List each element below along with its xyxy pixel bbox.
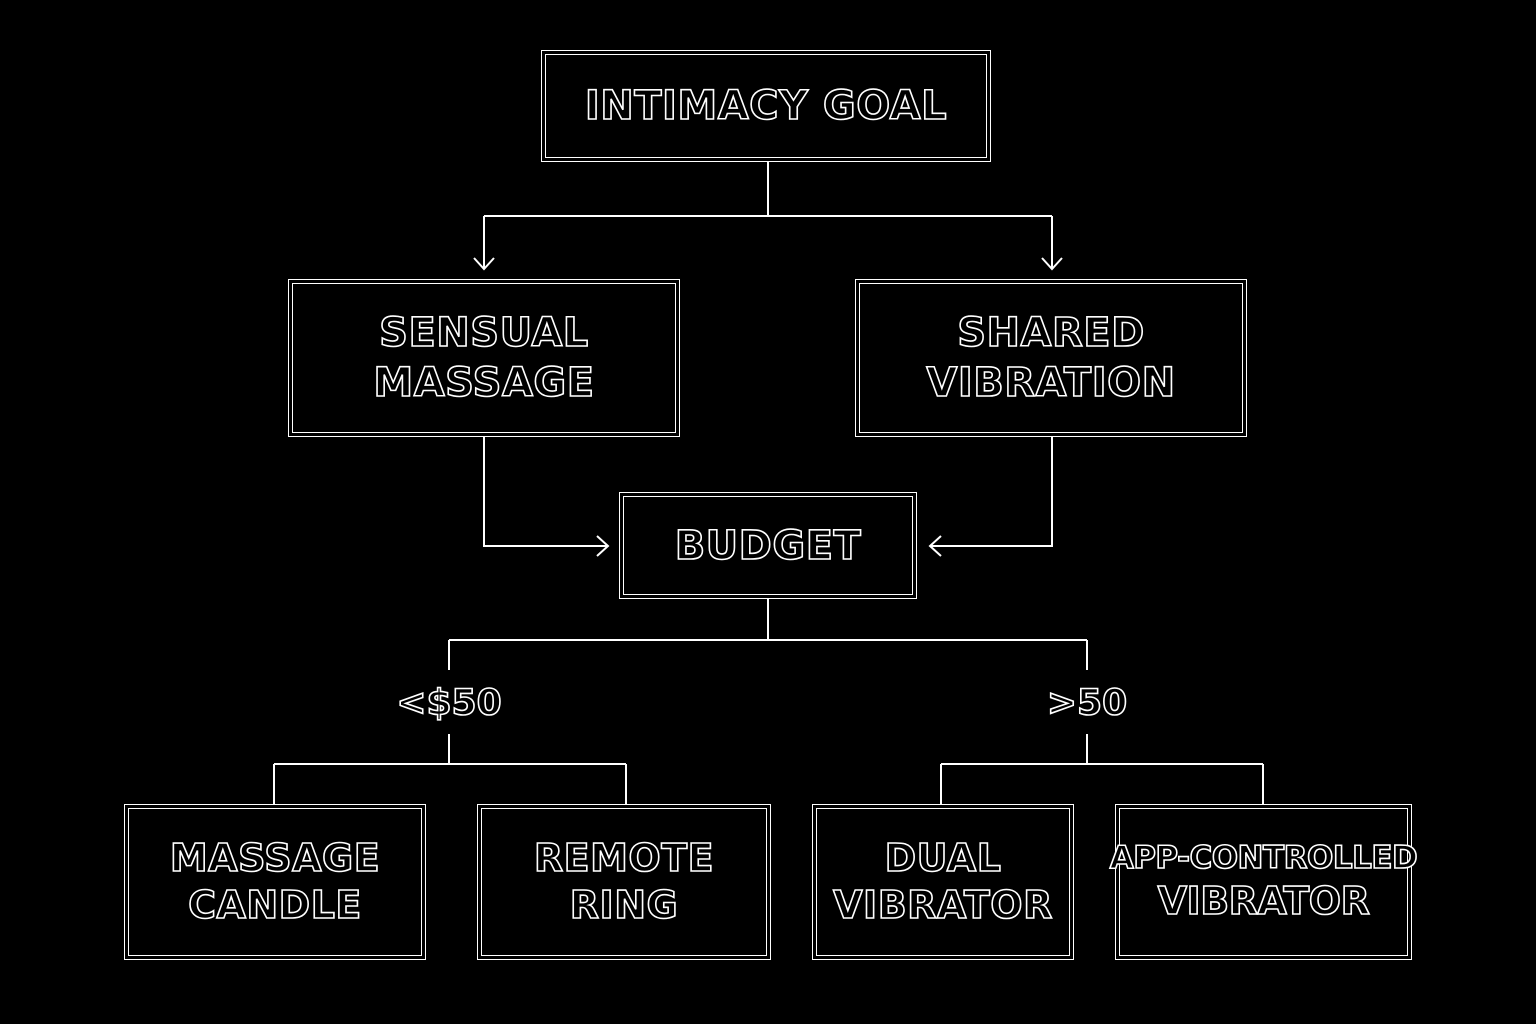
node-shared-vibration-line1: SHARED [956,309,1145,357]
node-sensual-massage-line2: MASSAGE [373,359,595,407]
node-budget: BUDGET [619,492,917,599]
node-dual-vibrator-line2: VIBRATOR [832,882,1053,928]
node-sensual-massage: SENSUAL MASSAGE [288,279,680,437]
node-dual-vibrator-label: DUAL VIBRATOR [832,835,1053,930]
node-shared-vibration-label: SHARED VIBRATION [926,308,1176,408]
arrowhead-massage [473,257,495,271]
node-massage-candle-label: MASSAGE CANDLE [169,835,381,930]
node-massage-candle-line2: CANDLE [187,882,362,928]
node-intimacy-goal-line1: INTIMACY GOAL [584,82,948,130]
node-remote-ring-line2: RING [569,882,679,928]
node-app-controlled-vibrator-line2: VIBRATOR [1157,878,1371,924]
node-shared-vibration: SHARED VIBRATION [855,279,1247,437]
arrowhead-budget-left [596,535,610,557]
node-massage-candle: MASSAGE CANDLE [124,804,426,960]
arrowhead-budget-right [928,535,942,557]
node-app-controlled-vibrator-label: APP-CONTROLLED VIBRATOR [1109,839,1419,925]
branch-label-high: >50 [1046,682,1128,725]
node-app-controlled-vibrator-line1: APP-CONTROLLED [1109,839,1419,877]
arrowhead-vibration [1041,257,1063,271]
node-sensual-massage-label: SENSUAL MASSAGE [373,308,595,408]
node-remote-ring-label: REMOTE RING [533,835,715,930]
branch-label-low: <$50 [396,682,503,725]
node-dual-vibrator-line1: DUAL [884,835,1002,881]
connector-vibration-budget [930,436,1053,547]
node-remote-ring: REMOTE RING [477,804,771,960]
node-budget-label: BUDGET [674,521,862,571]
node-app-controlled-vibrator: APP-CONTROLLED VIBRATOR [1109,804,1419,960]
connector-massage-budget [483,436,608,547]
node-intimacy-goal-label: INTIMACY GOAL [584,81,948,131]
node-sensual-massage-line1: SENSUAL [378,309,589,357]
node-budget-line1: BUDGET [674,522,862,570]
node-shared-vibration-line2: VIBRATION [926,359,1176,407]
node-remote-ring-line1: REMOTE [533,835,715,881]
node-intimacy-goal: INTIMACY GOAL [541,50,991,162]
node-dual-vibrator: DUAL VIBRATOR [812,804,1074,960]
node-massage-candle-line1: MASSAGE [169,835,381,881]
